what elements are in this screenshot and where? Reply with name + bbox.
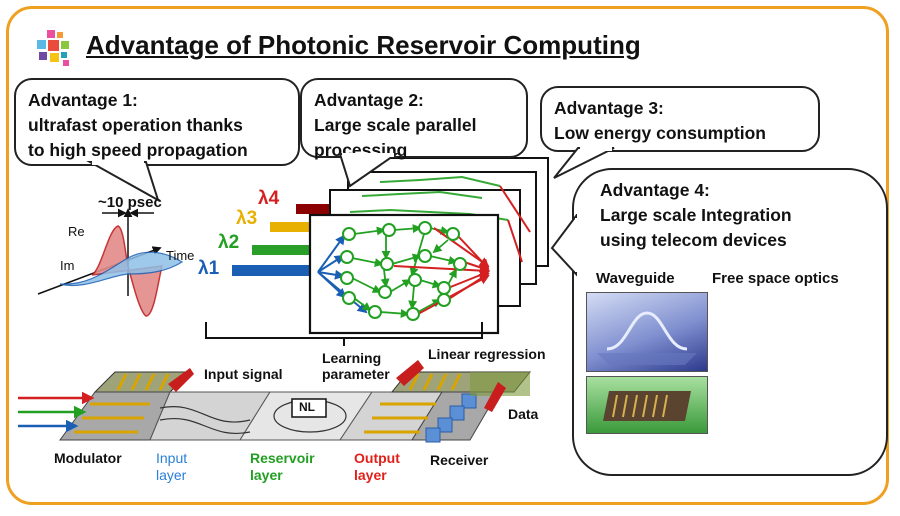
input-signal-label: Input signal [204, 366, 283, 382]
chip-photo [586, 376, 708, 434]
reservoir-layer-line-1: Reservoir [250, 450, 315, 466]
input-layer-line-1: Input [156, 450, 188, 466]
re-axis-label: Re [68, 224, 85, 239]
colorful-squares-logo [37, 30, 69, 66]
advantage-1-heading: Advantage 1: [28, 90, 138, 110]
time-axis-label: Time [166, 248, 195, 263]
waveguide-label: Waveguide [596, 270, 675, 287]
advantage-1-tail [86, 161, 160, 202]
waveguide-chip-graphic [597, 311, 697, 365]
output-layer-line-1: Output [354, 450, 400, 466]
advantage-3-tail [553, 147, 615, 179]
slide-title: Advantage of Photonic Reservoir Computin… [86, 30, 641, 60]
advantage-4-tail [550, 214, 579, 277]
im-axis-label: Im [60, 258, 75, 273]
input-layer-label: Input layer [156, 450, 187, 484]
waveguide-photo [586, 292, 708, 372]
reservoir-layer-line-2: layer [250, 467, 283, 483]
learning-parameter-label: Learning parameter [322, 350, 390, 382]
reservoir-network [317, 221, 490, 321]
advantage-3-callout: Advantage 3: Low energy consumption [540, 86, 820, 152]
lambda2-bar [252, 245, 350, 255]
learning-parameter-line-1: Learning [322, 350, 382, 366]
output-layer-label: Output layer [354, 450, 400, 484]
chip-photo-graphic [603, 391, 691, 421]
time-scale-label: ~10 psec [98, 194, 162, 211]
advantage-2-callout: Advantage 2: Large scale parallel proces… [300, 78, 528, 160]
advantage-2-tail [338, 153, 400, 188]
reservoir-network-front [308, 213, 500, 335]
advantage-1-line-2: to high speed propagation [28, 140, 248, 160]
receiver-label: Receiver [430, 452, 489, 468]
lambda4-label: λ4 [258, 188, 280, 209]
advantage-3-line-1: Low energy consumption [554, 123, 766, 143]
output-layer-line-2: layer [354, 467, 387, 483]
learning-parameter-line-2: parameter [322, 366, 390, 382]
advantage-4-line-1: Large scale Integration [600, 205, 792, 225]
advantage-1-callout: Advantage 1: ultrafast operation thanks … [14, 78, 300, 166]
waveform-plot [37, 208, 184, 317]
lambda1-label: λ1 [198, 258, 220, 279]
data-label: Data [508, 406, 539, 422]
advantage-2-line-1: Large scale parallel [314, 115, 477, 135]
chip-illustration [18, 360, 532, 443]
free-space-optics-label: Free space optics [712, 270, 839, 287]
input-layer-line-2: layer [156, 467, 187, 483]
lambda1-bar [232, 265, 350, 276]
modulator-label: Modulator [54, 450, 122, 466]
advantage-3-heading: Advantage 3: [554, 98, 664, 118]
advantage-2-heading: Advantage 2: [314, 90, 424, 110]
reservoir-layer-label: Reservoir layer [250, 450, 315, 484]
advantage-4-heading: Advantage 4: [600, 180, 710, 200]
advantage-1-line-1: ultrafast operation thanks [28, 115, 243, 135]
lambda4-bar [296, 204, 356, 214]
lambda3-label: λ3 [236, 208, 258, 229]
advantage-4-line-2: using telecom devices [600, 230, 787, 250]
linear-regression-label: Linear regression [428, 346, 546, 362]
lambda2-label: λ2 [218, 232, 240, 253]
nl-label: NL [299, 400, 315, 414]
